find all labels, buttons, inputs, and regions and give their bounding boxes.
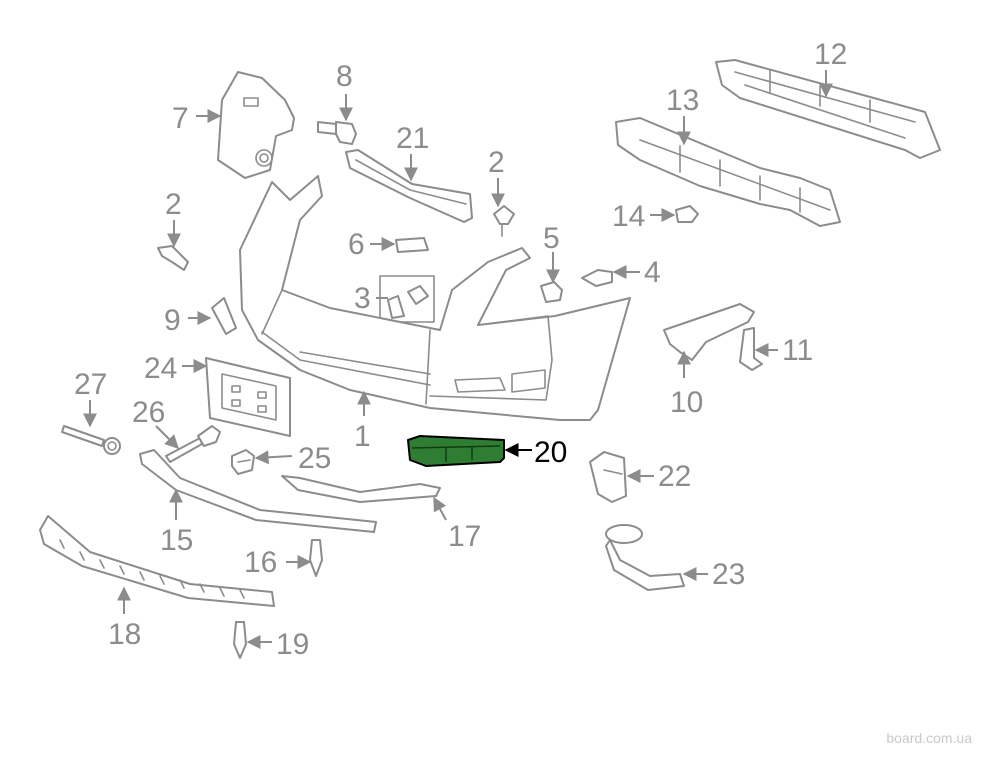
callout-15: 15 (160, 524, 193, 557)
callout-14: 14 (612, 200, 645, 233)
callout-1: 1 (354, 420, 371, 453)
part-21-reinforcement (345, 149, 473, 223)
callout-22: 22 (658, 460, 691, 493)
part-15-molding (139, 449, 377, 533)
part-2-clip-left (157, 245, 189, 271)
part-13-energy-absorber (615, 117, 841, 227)
callout-11: 11 (782, 334, 813, 367)
part-22-duct (589, 451, 627, 503)
part-10-bracket (663, 303, 755, 361)
callout-7: 7 (172, 102, 189, 135)
part-8-bolt (317, 121, 357, 145)
callout-27: 27 (74, 368, 107, 401)
part-27-tow-eye (61, 425, 121, 455)
part-11-retainer (739, 327, 763, 371)
part-12-impact-bar (715, 59, 941, 159)
callout-24: 24 (144, 352, 177, 385)
callout-2-upper: 2 (488, 146, 505, 179)
part-16-push-pin (309, 539, 323, 577)
part-6-clip (395, 237, 429, 253)
callout-2-left: 2 (165, 188, 182, 221)
callout-23: 23 (712, 558, 745, 591)
part-14-push-pin (675, 205, 699, 223)
part-17-molding (281, 475, 441, 503)
part-1-bumper-fascia (239, 175, 631, 421)
callout-18: 18 (108, 618, 141, 651)
callout-labels: 7 8 21 2 2 6 3 5 4 12 13 14 9 10 11 24 1… (74, 38, 847, 661)
callout-21: 21 (396, 122, 429, 155)
callout-12: 12 (814, 38, 847, 71)
part-3-retainer-kit (379, 275, 435, 323)
callout-8: 8 (336, 60, 353, 93)
callout-17: 17 (448, 520, 481, 553)
part-19-push-pin (233, 621, 247, 659)
callout-10: 10 (670, 386, 703, 419)
callout-26: 26 (132, 396, 165, 429)
part-5-nut (540, 281, 563, 303)
callout-20-highlighted: 20 (534, 436, 567, 469)
callout-4: 4 (644, 256, 661, 289)
callout-3: 3 (354, 282, 371, 315)
callout-9: 9 (164, 304, 181, 337)
part-9-cover (211, 297, 237, 335)
part-26-bolt (165, 425, 221, 463)
part-25-fastener (231, 449, 255, 475)
watermark-text: board.com.ua (886, 730, 972, 746)
callout-25: 25 (298, 442, 331, 475)
part-7-bracket (217, 71, 295, 179)
callout-19: 19 (276, 628, 309, 661)
part-4-screw (581, 269, 613, 287)
callout-16: 16 (244, 546, 277, 579)
part-24-license-bracket (205, 357, 291, 437)
callout-5: 5 (543, 222, 560, 255)
leader-lines (83, 70, 833, 649)
part-18-air-deflector (39, 515, 275, 607)
part-2-clip-upper (493, 205, 515, 237)
callout-6: 6 (348, 228, 365, 261)
part-20-highlighted (407, 435, 505, 467)
part-23-hose (605, 524, 685, 591)
callout-13: 13 (666, 84, 699, 117)
